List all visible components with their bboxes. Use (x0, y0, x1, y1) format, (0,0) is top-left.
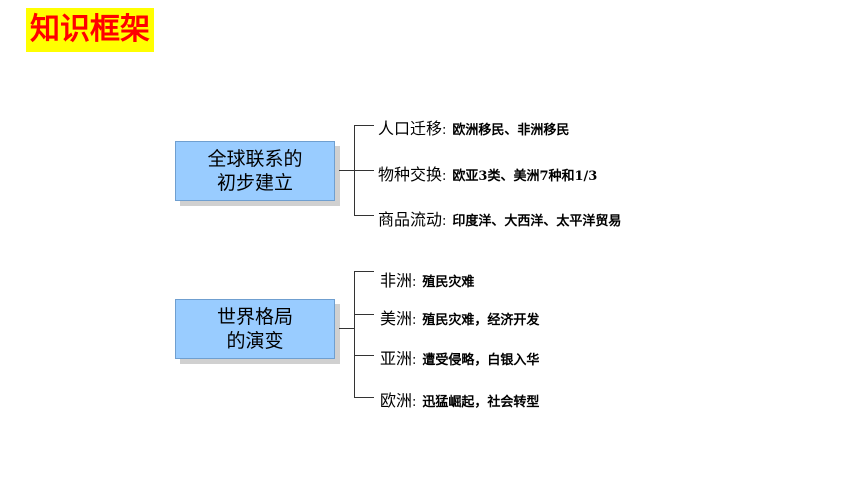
topic-box-world-pattern: 世界格局 的演变 (175, 299, 335, 359)
bracket-tick (354, 271, 374, 272)
page-title: 知识框架 (26, 8, 154, 52)
list-item: 人口迁移 : 欧洲移民、非洲移民 (378, 115, 569, 139)
topic-box-line-2: 初步建立 (216, 172, 293, 194)
list-item: 非洲 : 殖民灾难 (380, 267, 474, 291)
item-separator: : (442, 169, 447, 184)
item-separator: : (442, 214, 447, 229)
bracket-tick (354, 170, 374, 171)
item-category: 非洲 (380, 271, 413, 290)
topic-box-line-1: 全球联系的 (207, 148, 303, 170)
list-item: 物种交换 : 欧亚3类、美洲7种和1/3 (378, 161, 597, 185)
item-category: 商品流动 (378, 210, 443, 229)
item-detail: 欧洲移民、非洲移民 (452, 123, 570, 138)
item-category: 物种交换 (378, 165, 443, 184)
list-item: 欧洲 : 迅猛崛起，社会转型 (380, 387, 539, 411)
item-category: 欧洲 (380, 391, 413, 410)
topic-box-global-connection: 全球联系的 初步建立 (175, 141, 335, 201)
list-item: 商品流动 : 印度洋、大西洋、太平洋贸易 (378, 206, 621, 230)
item-category: 人口迁移 (378, 119, 443, 138)
item-detail: 欧亚3类、美洲7种和1/3 (452, 169, 598, 184)
item-category: 美洲 (380, 309, 413, 328)
item-separator: : (412, 275, 417, 290)
connector-line (339, 170, 354, 171)
item-detail: 殖民灾难，经济开发 (422, 313, 540, 328)
item-separator: : (412, 353, 417, 368)
item-detail: 印度洋、大西洋、太平洋贸易 (452, 214, 622, 229)
bracket-tick (354, 314, 374, 315)
item-detail: 遭受侵略，白银入华 (422, 353, 540, 368)
item-separator: : (412, 395, 417, 410)
list-item: 亚洲 : 遭受侵略，白银入华 (380, 345, 539, 369)
bracket-tick (354, 355, 374, 356)
item-separator: : (442, 123, 447, 138)
list-item: 美洲 : 殖民灾难，经济开发 (380, 305, 539, 329)
item-detail: 迅猛崛起，社会转型 (422, 395, 540, 410)
bracket-tick (354, 215, 374, 216)
bracket-tick (354, 397, 374, 398)
topic-box-line-1: 世界格局 (216, 306, 293, 328)
bracket-tick (354, 125, 374, 126)
item-separator: : (412, 313, 417, 328)
connector-line (339, 328, 354, 329)
topic-box-line-2: 的演变 (226, 330, 284, 352)
item-detail: 殖民灾难 (422, 275, 475, 290)
item-category: 亚洲 (380, 349, 413, 368)
bracket-line (354, 271, 355, 398)
